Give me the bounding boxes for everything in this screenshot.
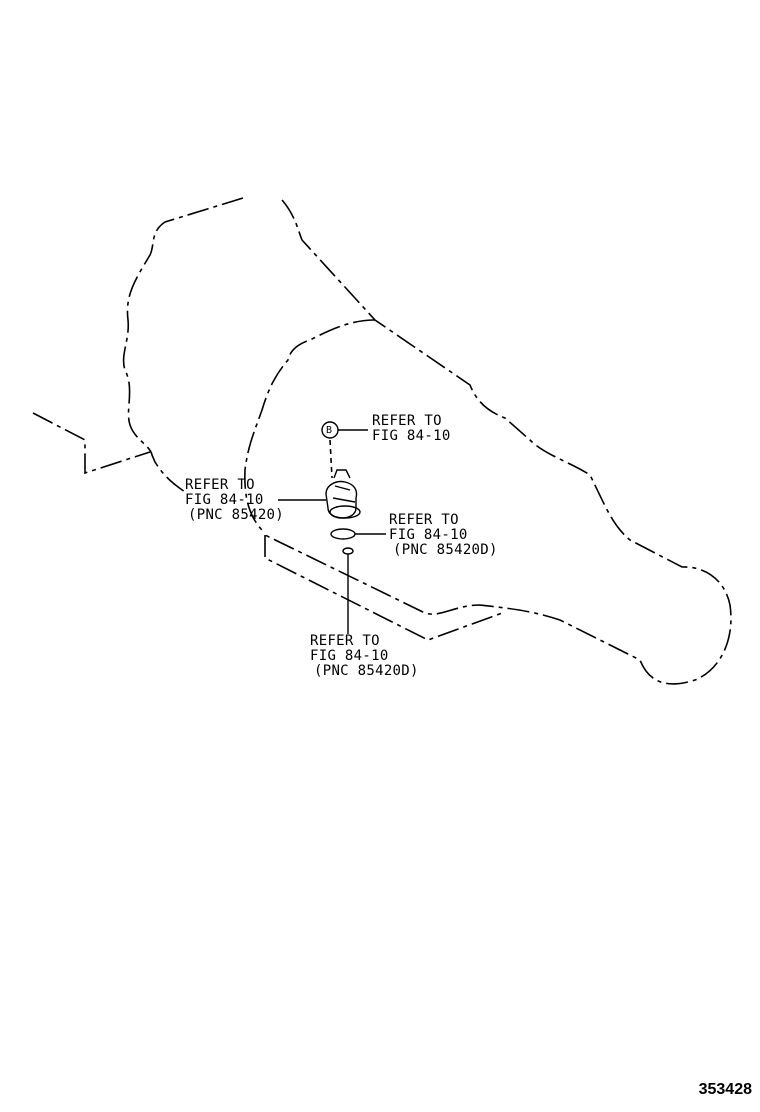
callout-4-line-3: (PNC 85420D) <box>314 663 419 679</box>
marker-letter: B <box>326 425 333 436</box>
callout-4-line-1: REFER TO <box>310 633 380 649</box>
extension-housing-outline <box>244 319 376 531</box>
lower-housing-outline <box>264 535 506 641</box>
callout-2-line-2: FIG 84-10 <box>185 492 264 508</box>
small-o-ring <box>342 547 354 555</box>
callout-4-line-2: FIG 84-10 <box>310 648 389 664</box>
bracket-outline <box>32 412 151 475</box>
o-ring <box>330 528 356 540</box>
callout-2-line-3: (PNC 85420) <box>188 507 285 523</box>
transmission-outline-upper <box>264 199 732 685</box>
callout-3-line-3: (PNC 85420D) <box>393 542 498 558</box>
callout-3-line-1: REFER TO <box>389 512 459 528</box>
marker-connector <box>329 439 333 479</box>
callout-2-line-1: REFER TO <box>185 477 255 493</box>
callout-1-line-2: FIG 84-10 <box>372 428 451 444</box>
callout-3-line-2: FIG 84-10 <box>389 527 468 543</box>
transmission-outline <box>122 197 244 493</box>
callout-1-line-1: REFER TO <box>372 413 442 429</box>
figure-id: 353428 <box>698 1081 752 1098</box>
speed-sensor-part <box>325 469 361 519</box>
